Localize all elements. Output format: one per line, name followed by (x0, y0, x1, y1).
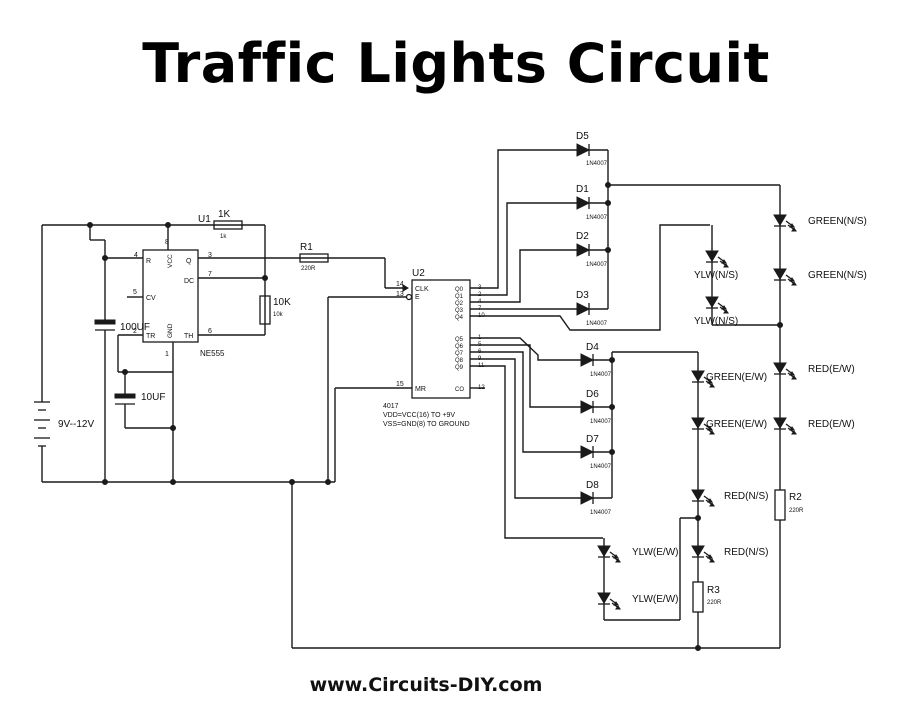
capacitor-100uf: 100UF (89, 225, 150, 482)
r3-ref: R3 (707, 585, 720, 596)
svg-text:TR: TR (146, 333, 155, 340)
svg-text:10k: 10k (273, 312, 284, 318)
diode-d5: D5 (576, 131, 589, 142)
svg-text:3: 3 (208, 252, 212, 259)
svg-text:8: 8 (165, 239, 169, 246)
diode-d7: D7 (586, 434, 599, 445)
r1k-ref: 1K (218, 209, 231, 220)
u2-pin-co: CO (455, 387, 464, 393)
svg-text:1N4007: 1N4007 (586, 215, 608, 221)
u2-pin-q2: Q2 (455, 301, 464, 307)
u2-pin-q7: Q7 (455, 351, 464, 357)
r2-ref: R2 (789, 492, 802, 503)
svg-text:1N4007: 1N4007 (590, 419, 612, 425)
svg-text:1N4007: 1N4007 (586, 262, 608, 268)
svg-text:220R: 220R (707, 600, 722, 606)
svg-text:MR: MR (415, 386, 426, 393)
svg-text:E: E (415, 294, 420, 301)
led-red-ew-1: RED(E/W) (808, 364, 855, 375)
svg-text:CLK: CLK (415, 286, 429, 293)
r10k-ref: 10K (273, 297, 291, 308)
svg-text:CV: CV (146, 295, 156, 302)
r1-ref: R1 (300, 242, 313, 253)
led-yellow-ew-1: YLW(E/W) (632, 547, 678, 558)
diode-d2: D2 (576, 231, 589, 242)
u2-pin-q1: Q1 (455, 294, 464, 300)
resistor-1k: 1K 1k (213, 209, 268, 335)
svg-text:R: R (146, 258, 151, 265)
diode-labels: D5 1N4007 D1 1N4007 D2 1N4007 D3 1N4007 … (576, 131, 612, 516)
resistor-r1: R1 220R (299, 242, 329, 272)
led-red-ew-2: RED(E/W) (808, 419, 855, 430)
svg-text:TH: TH (184, 333, 193, 340)
ne555-chip: R CV TR Q DC TH VCC GND U1 NE555 4 8 3 7… (133, 214, 225, 358)
c2-label: 10UF (141, 392, 165, 403)
led-green-ew-2: GREEN(E/W) (706, 419, 767, 430)
svg-text:5: 5 (133, 289, 137, 296)
u1-ref: U1 (198, 214, 211, 225)
u2-note-vss: VSS=GND(8) TO GROUND (383, 421, 470, 428)
svg-text:DC: DC (184, 278, 194, 285)
capacitor-10uf: 10UF (114, 372, 176, 431)
diode-d3: D3 (576, 290, 589, 301)
led-green-ew-1: GREEN(E/W) (706, 372, 767, 383)
led-yellow-ns-2: YLW(N/S) (694, 316, 738, 327)
svg-text:1N4007: 1N4007 (590, 372, 612, 378)
u2-pin-q8: Q8 (455, 358, 464, 364)
u2-pin-q5: Q5 (455, 337, 464, 343)
svg-text:GND: GND (167, 323, 174, 338)
svg-text:VCC: VCC (167, 254, 174, 268)
svg-text:4017: 4017 (383, 403, 399, 410)
site-footer: www.Circuits-DIY.com (309, 674, 543, 696)
u2-ref: U2 (412, 268, 425, 279)
led-red-ns-1: RED(N/S) (724, 491, 768, 502)
svg-text:4: 4 (134, 252, 138, 259)
svg-text:1N4007: 1N4007 (586, 321, 608, 327)
u2-note-vdd: VDD=VCC(16) TO +9V (383, 412, 455, 419)
battery: 9V--12V (34, 225, 94, 482)
svg-text:1k: 1k (220, 234, 227, 240)
svg-text:6: 6 (208, 328, 212, 335)
diode-d4: D4 (586, 342, 599, 353)
led-yellow-ns-1: YLW(N/S) (694, 270, 738, 281)
resistor-r2 (774, 489, 786, 521)
diode-d1: D1 (576, 184, 589, 195)
led-labels: GREEN(N/S) GREEN(N/S) RED(E/W) RED(E/W) … (632, 216, 867, 605)
page-title: Traffic Lights Circuit (142, 32, 770, 95)
svg-text:220R: 220R (301, 266, 316, 272)
led-green-ns-1: GREEN(N/S) (808, 216, 867, 227)
cd4017-chip: CLK E MR 14 13 15 U2 4017 VDD=VCC(16) TO… (383, 268, 485, 428)
svg-text:1N4007: 1N4007 (590, 464, 612, 470)
u2-pin-q0: Q0 (455, 287, 464, 293)
u1-part: NE555 (200, 349, 225, 358)
svg-text:1N4007: 1N4007 (586, 161, 608, 167)
svg-text:13: 13 (396, 291, 404, 298)
svg-text:220R: 220R (789, 508, 804, 514)
resistor-r3 (692, 581, 704, 613)
led-yellow-ew-2: YLW(E/W) (632, 594, 678, 605)
u2-pin-q4: Q4 (455, 315, 464, 321)
svg-text:15: 15 (396, 381, 404, 388)
u2-pin-q6: Q6 (455, 344, 464, 350)
svg-text:Q: Q (186, 258, 192, 265)
diode-d8: D8 (586, 480, 599, 491)
battery-label: 9V--12V (58, 419, 94, 430)
led-red-ns-2: RED(N/S) (724, 547, 768, 558)
svg-text:2: 2 (133, 328, 137, 335)
svg-text:1: 1 (165, 351, 169, 358)
led-green-ns-2: GREEN(N/S) (808, 270, 867, 281)
u2-pin-q9: Q9 (455, 365, 464, 371)
svg-text:7: 7 (208, 271, 212, 278)
resistor-10k: 10K 10k (259, 295, 291, 325)
svg-text:1N4007: 1N4007 (590, 510, 612, 516)
c1-label: 100UF (120, 322, 150, 333)
svg-text:14: 14 (396, 281, 404, 288)
u2-pin-q3: Q3 (455, 308, 464, 314)
diode-d6: D6 (586, 389, 599, 400)
